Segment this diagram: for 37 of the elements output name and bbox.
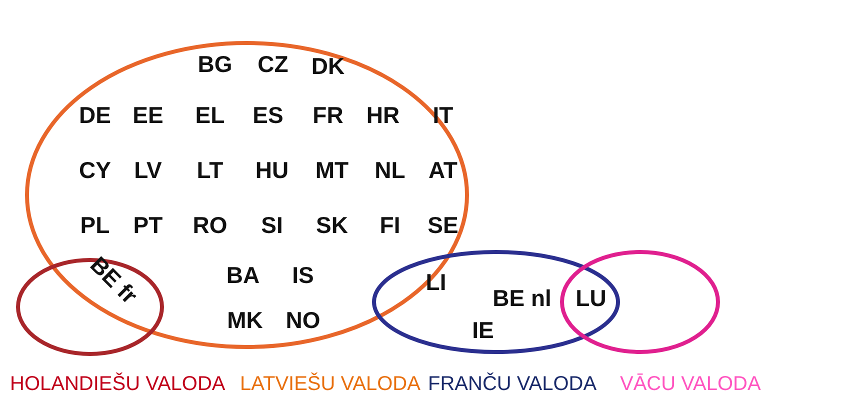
country-code: HU xyxy=(255,157,289,183)
country-code: RO xyxy=(192,212,228,238)
country-code: DE xyxy=(79,102,111,128)
country-code: CZ xyxy=(258,51,288,77)
country-code: BG xyxy=(198,51,232,77)
country-code: ES xyxy=(252,102,284,128)
country-code: HR xyxy=(366,102,400,128)
country-code: MT xyxy=(315,157,349,183)
country-code: NL xyxy=(374,157,406,183)
country-code: CY xyxy=(79,157,111,183)
country-code: EL xyxy=(195,102,225,128)
country-code: EE xyxy=(132,102,164,128)
country-code: LV xyxy=(134,157,162,183)
country-code: LT xyxy=(196,157,224,183)
country-code: NO xyxy=(286,307,320,333)
country-code: IT xyxy=(432,102,454,128)
country-code: FR xyxy=(312,102,344,128)
country-code: PT xyxy=(133,212,163,238)
country-code: MK xyxy=(227,307,263,333)
country-code: LU xyxy=(576,285,606,311)
country-code: SK xyxy=(316,212,348,238)
country-code: AT xyxy=(428,157,458,183)
country-code: BE fr xyxy=(85,251,143,309)
set-title: VĀCU VALODA xyxy=(620,372,761,396)
country-code: BE nl xyxy=(492,285,552,311)
country-code: SI xyxy=(261,212,283,238)
country-code: FI xyxy=(380,212,400,238)
country-code: IE xyxy=(472,317,494,343)
set-title: LATVIEŠU VALODA xyxy=(240,372,420,396)
country-code: DK xyxy=(311,53,345,79)
country-code: PL xyxy=(80,212,110,238)
set-title: HOLANDIEŠU VALODA xyxy=(10,372,226,396)
country-code: IS xyxy=(292,262,314,288)
country-code: LI xyxy=(426,269,446,295)
set-title: FRANČU VALODA xyxy=(428,372,597,396)
country-code: BA xyxy=(226,262,260,288)
country-code: SE xyxy=(428,212,458,238)
